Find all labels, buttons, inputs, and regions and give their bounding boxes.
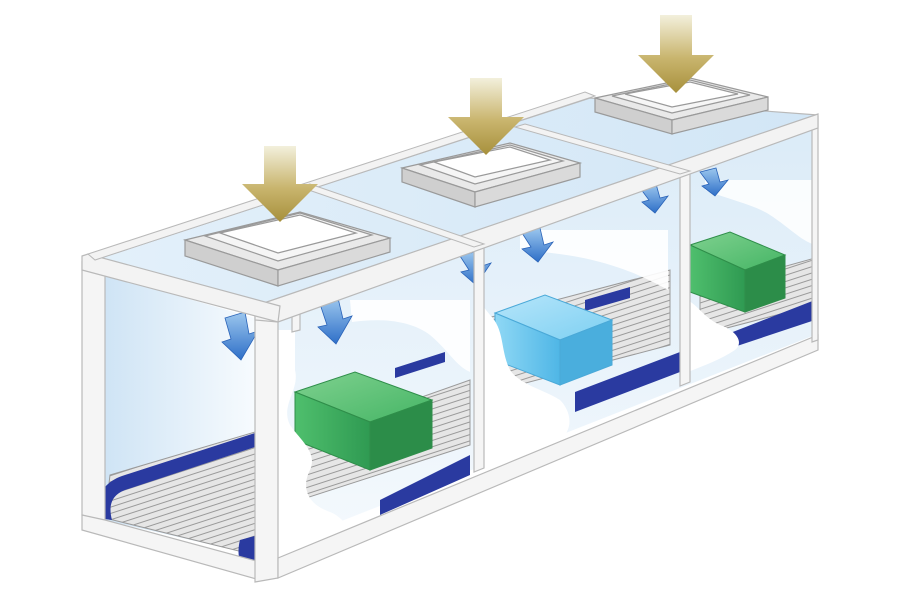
down-arrow-icon <box>242 146 318 222</box>
down-arrow-icon <box>638 15 714 93</box>
hepa-filter-unit-3 <box>594 77 769 135</box>
down-arrow-icon <box>221 311 259 361</box>
down-arrow-icon <box>317 297 353 345</box>
belt-edge-blue-2 <box>380 455 470 515</box>
air-curtain-3 <box>478 300 570 470</box>
frame-rail-bottom-front <box>277 334 819 579</box>
belt-edge-blue-1 <box>96 433 255 520</box>
frame-post-right <box>679 170 691 387</box>
roof-divider-2 <box>513 123 692 175</box>
belt-edge-blue-3 <box>395 352 445 378</box>
down-arrow-icon <box>448 78 524 155</box>
hepa-filter-unit-2 <box>399 142 583 208</box>
belt-edge-blue-4 <box>575 352 680 412</box>
air-inlet-arrows <box>242 15 714 222</box>
airflow-arrows <box>221 167 730 361</box>
product-box-blue <box>493 294 614 386</box>
hepa-filter-unit-1 <box>182 211 393 287</box>
air-curtain-2 <box>350 300 470 372</box>
roof-beam-front <box>254 113 819 323</box>
product-box-green-1 <box>293 371 434 471</box>
down-arrow-icon <box>699 167 730 197</box>
air-curtain-5 <box>688 300 740 372</box>
air-curtain-6 <box>705 180 815 245</box>
product-box-green-2 <box>688 231 787 313</box>
belt-edge-blue-5 <box>585 287 630 311</box>
frame-post-front <box>254 309 279 583</box>
roof-beam-left <box>81 253 281 323</box>
air-curtain-1 <box>262 330 351 575</box>
enclosure-frame <box>81 116 819 583</box>
air-curtain-4 <box>520 230 668 290</box>
frame-post-far-right <box>811 116 819 343</box>
belt-edge-blue-6 <box>725 300 815 350</box>
frame-post-left <box>81 261 106 523</box>
down-arrow-icon <box>521 227 555 263</box>
frame-post-middle <box>473 243 485 473</box>
airflow-curtains <box>262 180 815 575</box>
